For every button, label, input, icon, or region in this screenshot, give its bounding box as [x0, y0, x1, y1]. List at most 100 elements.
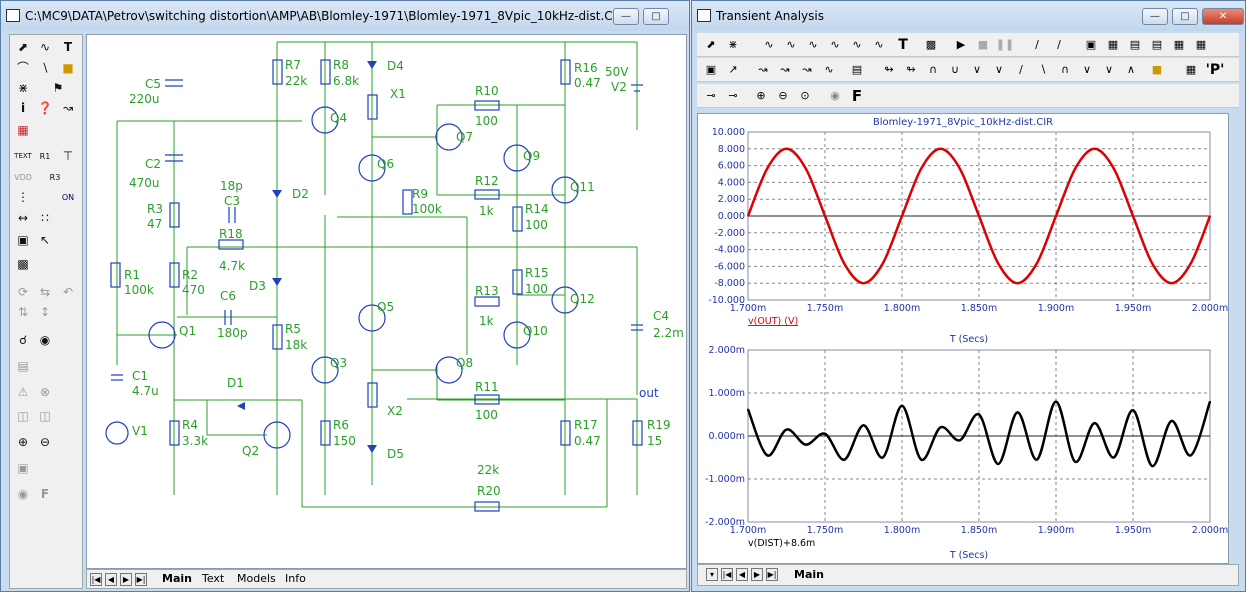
line-icon[interactable]: ∕ [1035, 38, 1039, 51]
plot-menu-icon[interactable]: ▾ [706, 568, 718, 581]
note-icon[interactable]: ■ [62, 61, 74, 75]
table-icon[interactable]: ▦ [1185, 63, 1197, 76]
probe-icon[interactable]: ↝ [62, 101, 74, 115]
wire-icon[interactable]: ∿ [39, 40, 51, 54]
axis-icon[interactable]: ▣ [705, 63, 717, 76]
find-icon[interactable]: ☌ [18, 333, 28, 347]
attribute-icon[interactable]: VDD [14, 173, 32, 182]
wave-3-icon[interactable]: ∨ [972, 63, 982, 76]
wave-2-icon[interactable]: ∪ [950, 63, 960, 76]
waveform-tool-5-icon[interactable]: ∿ [852, 38, 862, 51]
flip-icon[interactable]: ⇆ [39, 285, 51, 299]
mirror-icon[interactable]: ⇅ [17, 305, 29, 319]
pointer-icon[interactable]: ↖ [39, 233, 51, 247]
on-icon[interactable]: ON [61, 193, 75, 202]
tab-text[interactable]: Text [202, 572, 225, 585]
wave-9-icon[interactable]: ∨ [1104, 63, 1114, 76]
properties-icon[interactable]: ▩ [925, 38, 937, 51]
wave-7-icon[interactable]: ∩ [1060, 63, 1070, 76]
plot-area[interactable]: Blomley-1971_8Vpic_10kHz-dist.CIR 1.700m… [697, 113, 1229, 564]
color-icon[interactable]: ▦ [17, 123, 29, 137]
transient-titlebar[interactable]: Transient Analysis — □ ✕ [692, 1, 1245, 31]
waveform-tool-6-icon[interactable]: ∿ [874, 38, 884, 51]
layout-1-icon[interactable]: ▣ [1085, 38, 1097, 51]
tag-mode-1-icon[interactable]: ⊸ [706, 89, 716, 102]
transient-minimize-button[interactable]: — [1142, 8, 1168, 25]
grid-text-icon[interactable]: R3 [49, 173, 61, 182]
first-page-icon[interactable]: |◀ [90, 573, 102, 586]
waveform-tool-4-icon[interactable]: ∿ [830, 38, 840, 51]
tab-models[interactable]: Models [237, 572, 276, 585]
minimize-button[interactable]: — [613, 8, 639, 25]
pin-icon[interactable]: ⊤ [62, 149, 74, 163]
layout-2-icon[interactable]: ▦ [1107, 38, 1119, 51]
cursor-icon[interactable]: ↗ [728, 63, 738, 76]
wave-6-icon[interactable]: ∖ [1039, 63, 1047, 76]
grid-icon[interactable]: ∷ [41, 211, 49, 225]
globe-icon[interactable]: ◉ [17, 487, 29, 501]
dots-icon[interactable]: ⋮ [17, 190, 29, 204]
zoom-in-icon[interactable]: ⊕ [756, 89, 766, 102]
transient-close-button[interactable]: ✕ [1202, 8, 1244, 25]
binoculars-icon[interactable]: ◉ [39, 333, 51, 347]
font-icon[interactable]: F [851, 87, 863, 105]
plot-tab-main[interactable]: Main [794, 568, 824, 581]
high-icon[interactable]: ↝ [802, 63, 812, 76]
mirror-v-icon[interactable]: ↕ [39, 305, 51, 319]
scope-icon[interactable]: ⋇ [728, 38, 738, 51]
text-tool-icon[interactable]: T [63, 40, 73, 54]
component-icon[interactable]: ⋇ [17, 81, 29, 95]
p-icon[interactable]: 'P' [1205, 62, 1225, 78]
line-2-icon[interactable]: ∕ [1057, 38, 1061, 51]
paste-icon[interactable]: ◫ [39, 409, 51, 423]
stop-icon[interactable]: ■ [977, 38, 989, 51]
wave-10-icon[interactable]: ∧ [1126, 63, 1136, 76]
tag-icon[interactable]: ■ [1151, 63, 1163, 76]
zoom-out-icon[interactable]: ⊖ [39, 435, 51, 449]
font-icon[interactable]: F [40, 487, 50, 501]
layout-4-icon[interactable]: ▤ [1151, 38, 1163, 51]
select-icon[interactable]: ⬈ [706, 38, 716, 51]
low-icon[interactable]: ∿ [824, 63, 834, 76]
schematic-canvas[interactable]: C5 220u C2 470u R3 47 R1 100k R2 470 18p… [86, 34, 687, 569]
plot-first-page-icon[interactable]: |◀ [721, 568, 733, 581]
text-mode-icon[interactable]: TEXT [14, 152, 32, 160]
slope-2-icon[interactable]: ↬ [906, 63, 916, 76]
layout-5-icon[interactable]: ▦ [1173, 38, 1185, 51]
run-icon[interactable]: ▶ [956, 38, 966, 51]
text-icon[interactable]: T [898, 37, 908, 53]
plot-next-page-icon[interactable]: ▶ [751, 568, 763, 581]
arrow-line-icon[interactable]: ↔ [17, 211, 29, 225]
rotate-icon[interactable]: ⟳ [17, 285, 29, 299]
tab-main[interactable]: Main [162, 572, 192, 585]
wire-tool-icon[interactable]: ⌒ [16, 61, 29, 75]
slope-icon[interactable]: ↬ [884, 63, 894, 76]
select-arrow-icon[interactable]: ⬈ [17, 40, 29, 54]
line-tool-icon[interactable]: ∖ [41, 61, 49, 75]
properties-icon[interactable]: ▩ [17, 257, 29, 271]
chart-icon[interactable]: ▤ [851, 63, 863, 76]
layout-6-icon[interactable]: ▦ [1195, 38, 1207, 51]
copy-icon[interactable]: ◫ [17, 409, 29, 423]
next-page-icon[interactable]: ▶ [120, 573, 132, 586]
tag-mode-2-icon[interactable]: ⊸ [728, 89, 738, 102]
window-icon[interactable]: ▣ [17, 233, 29, 247]
node-numbers-icon[interactable]: R1 [39, 152, 51, 161]
flag-icon[interactable]: ⚑ [52, 81, 64, 95]
prev-page-icon[interactable]: ◀ [105, 573, 117, 586]
plot-prev-page-icon[interactable]: ◀ [736, 568, 748, 581]
camera-icon[interactable]: ▣ [17, 461, 29, 475]
list-icon[interactable]: ▤ [17, 359, 29, 373]
transient-maximize-button[interactable]: □ [1172, 8, 1198, 25]
zoom-out-icon[interactable]: ⊖ [778, 89, 788, 102]
wave-8-icon[interactable]: ∨ [1082, 63, 1092, 76]
warning-icon[interactable]: ⚠ [17, 385, 29, 399]
info-icon[interactable]: i [20, 101, 26, 115]
zoom-fit-icon[interactable]: ⊙ [800, 89, 810, 102]
valley-icon[interactable]: ↝ [780, 63, 790, 76]
maximize-button[interactable]: □ [643, 8, 669, 25]
waveform-tool-2-icon[interactable]: ∿ [786, 38, 796, 51]
wave-1-icon[interactable]: ∩ [928, 63, 938, 76]
last-page-icon[interactable]: ▶| [135, 573, 147, 586]
plot-last-page-icon[interactable]: ▶| [766, 568, 778, 581]
